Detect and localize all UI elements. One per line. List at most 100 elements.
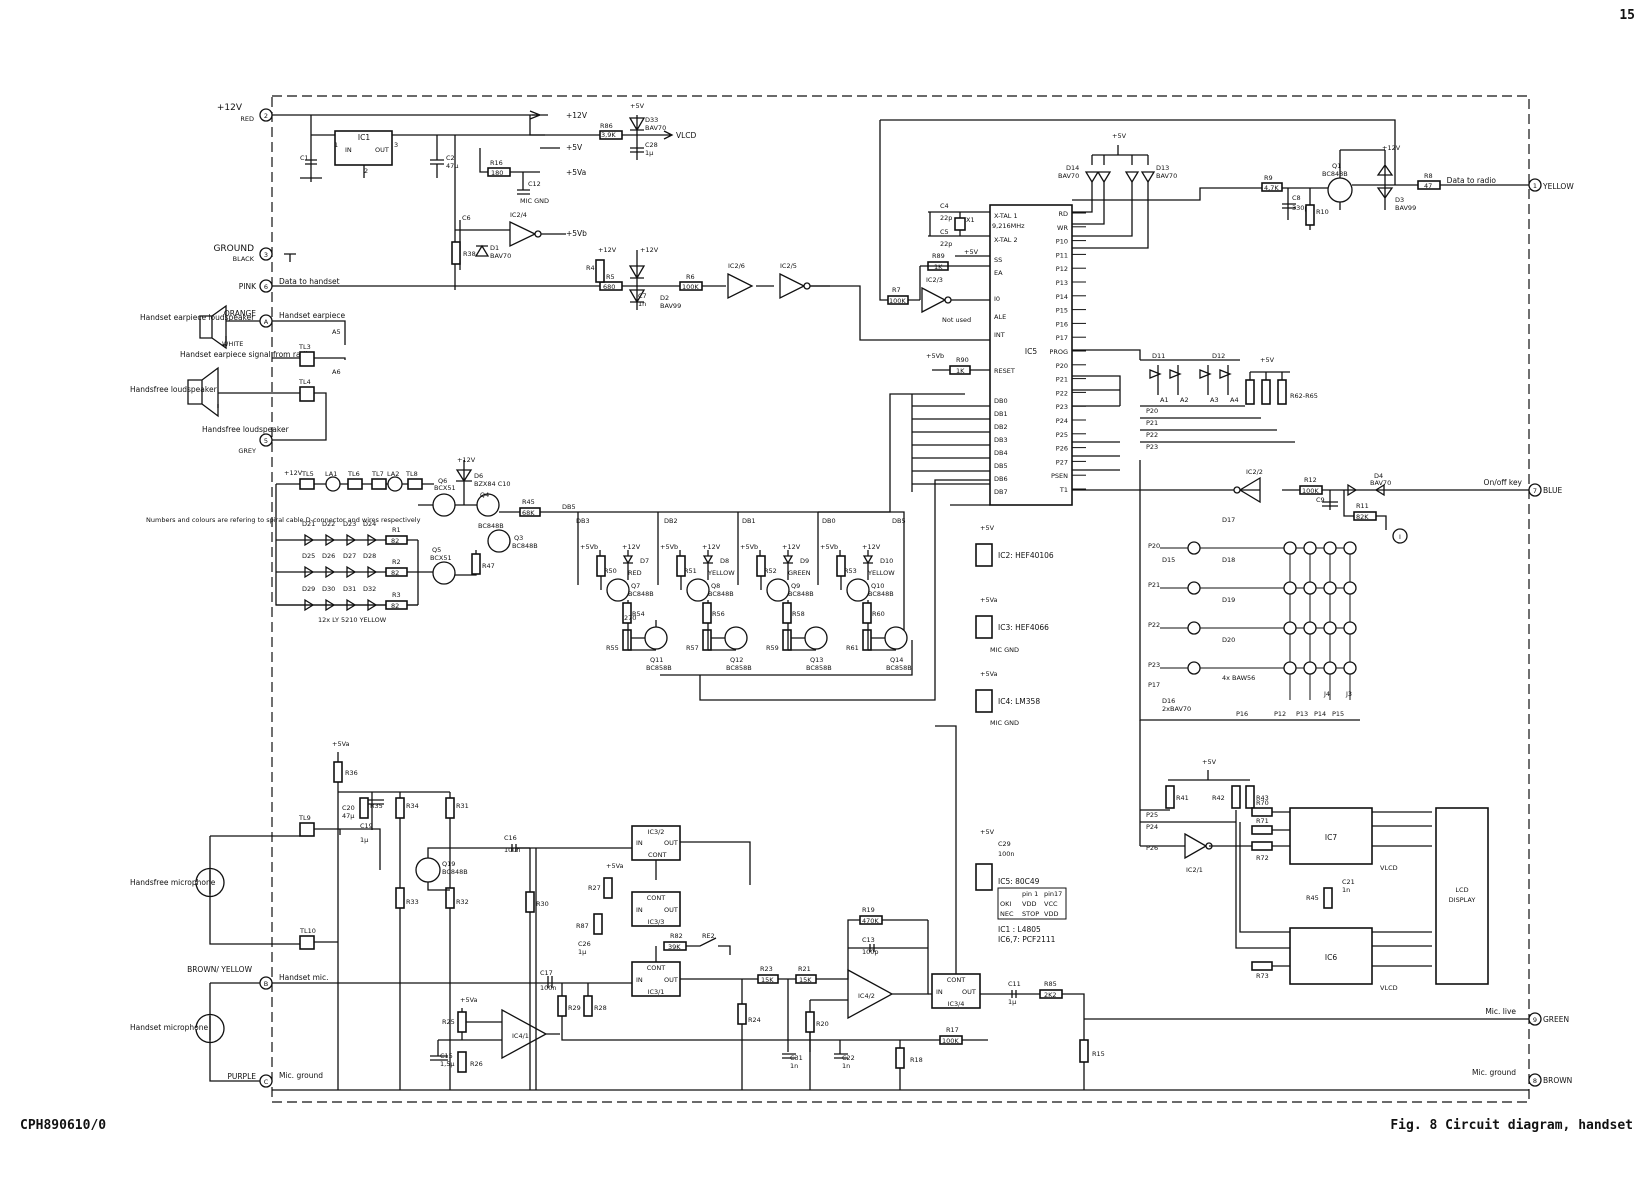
pin-label: P14 — [1056, 293, 1068, 301]
page-number: 15 — [1619, 8, 1635, 23]
svg-text:+5V: +5V — [1202, 758, 1217, 766]
svg-text:IC5: 80C49: IC5: 80C49 — [998, 877, 1040, 886]
svg-text:IN: IN — [345, 146, 352, 154]
pin-label: DB6 — [994, 475, 1008, 483]
svg-text:1μ: 1μ — [360, 836, 368, 844]
figure-caption: Fig. 8 Circuit diagram, handset — [1390, 1118, 1633, 1133]
svg-text:R53: R53 — [844, 567, 857, 575]
handset-mic: Handset microphone — [130, 982, 1529, 1091]
svg-text:P25: P25 — [1146, 811, 1158, 819]
svg-text:Q7: Q7 — [631, 582, 640, 590]
svg-text:R28: R28 — [594, 1004, 607, 1012]
svg-text:C16: C16 — [504, 834, 517, 842]
key-node — [1323, 581, 1337, 595]
pin-label: DB4 — [994, 449, 1008, 457]
svg-text:IN: IN — [636, 906, 643, 914]
svg-text:+5Va: +5Va — [460, 996, 478, 1004]
svg-text:RED: RED — [240, 115, 254, 123]
svg-text:D25: D25 — [302, 552, 315, 560]
svg-text:Data to radio: Data to radio — [1447, 176, 1497, 185]
key-node — [1343, 581, 1357, 595]
connector-b: BROWN/ YELLOW B Handset mic. — [187, 965, 329, 990]
svg-text:IC5: IC5 — [1025, 347, 1037, 356]
svg-text:7: 7 — [1533, 487, 1537, 495]
svg-text:TL3: TL3 — [298, 343, 311, 351]
svg-text:A: A — [264, 318, 269, 326]
svg-text:R12: R12 — [1304, 476, 1317, 484]
svg-text:C12: C12 — [528, 180, 541, 188]
ic5-right-pins: RDWRP10P11P12P13P14P15P16P17PROGP20P21P2… — [1049, 210, 1086, 494]
svg-text:VLCD: VLCD — [1380, 864, 1398, 872]
pin-label: P13 — [1056, 279, 1068, 287]
key-node — [1343, 541, 1357, 555]
svg-text:P26: P26 — [1146, 844, 1158, 852]
testpoint-tl3 — [299, 351, 315, 367]
svg-text:IC2/3: IC2/3 — [926, 276, 943, 284]
svg-text:680: 680 — [603, 283, 615, 291]
svg-text:Q4: Q4 — [480, 491, 489, 499]
svg-text:100K: 100K — [942, 1037, 959, 1045]
pin-label: DB3 — [994, 436, 1008, 444]
svg-text:R61: R61 — [846, 644, 859, 652]
svg-text:Handset earpiece loudspeaker: Handset earpiece loudspeaker — [140, 313, 255, 322]
svg-text:1: 1 — [1533, 182, 1537, 190]
svg-text:IN: IN — [636, 839, 643, 847]
svg-text:BC848B: BC848B — [628, 590, 654, 598]
pin-label: DB0 — [994, 397, 1008, 405]
svg-text:P17: P17 — [1148, 681, 1160, 689]
svg-text:82: 82 — [391, 537, 399, 545]
svg-text:+5Vb: +5Vb — [580, 543, 598, 551]
svg-text:D7: D7 — [640, 557, 649, 565]
svg-text:+5V: +5V — [566, 143, 583, 152]
pin-label: VDD — [1022, 900, 1036, 908]
svg-text:D13: D13 — [1156, 164, 1169, 172]
svg-text:D22: D22 — [322, 520, 335, 528]
svg-text:R16: R16 — [490, 159, 503, 167]
pin-label: WR — [1057, 224, 1068, 232]
svg-text:+5Vb: +5Vb — [566, 229, 587, 238]
svg-text:D17: D17 — [1222, 516, 1235, 524]
svg-text:GREEN: GREEN — [788, 569, 811, 577]
svg-text:IN: IN — [936, 988, 943, 996]
svg-text:R8: R8 — [1424, 172, 1433, 180]
svg-text:BC858B: BC858B — [886, 664, 912, 672]
svg-text:D28: D28 — [363, 552, 376, 560]
connector-5: GREY 5 — [238, 433, 273, 455]
svg-text:R32: R32 — [456, 898, 469, 906]
svg-text:D33: D33 — [645, 116, 658, 124]
svg-text:C19: C19 — [360, 822, 373, 830]
svg-text:R30: R30 — [536, 900, 549, 908]
svg-text:P22: P22 — [1146, 431, 1158, 439]
connector-a: ORANGE A Handset earpiece — [224, 309, 345, 328]
svg-text:D29: D29 — [302, 585, 315, 593]
pin-label: NEC — [1000, 910, 1014, 918]
svg-text:GROUND: GROUND — [213, 244, 254, 254]
svg-text:DB3: DB3 — [576, 517, 590, 525]
key-node — [1343, 661, 1357, 675]
svg-text:1K: 1K — [956, 367, 965, 375]
key-node — [1187, 661, 1201, 675]
svg-text:R56: R56 — [712, 610, 725, 618]
resistor-r45 — [519, 507, 541, 517]
svg-text:BC848B: BC848B — [1322, 170, 1348, 178]
svg-text:IC2/4: IC2/4 — [510, 211, 527, 219]
svg-text:IC4/2: IC4/2 — [858, 992, 875, 1000]
svg-text:330p: 330p — [1292, 204, 1309, 212]
svg-text:TL8: TL8 — [405, 470, 418, 478]
svg-text:TL9: TL9 — [298, 814, 311, 822]
svg-text:ORANGE: ORANGE — [224, 309, 256, 318]
svg-text:OUT: OUT — [375, 146, 389, 154]
svg-text:TL7: TL7 — [371, 470, 384, 478]
svg-text:IN: IN — [636, 976, 643, 984]
svg-text:PURPLE: PURPLE — [227, 1072, 256, 1081]
svg-text:A4: A4 — [1230, 396, 1239, 404]
svg-text:BLACK: BLACK — [233, 255, 255, 263]
pin-label: ALE — [994, 313, 1006, 321]
key-node — [1283, 581, 1297, 595]
svg-text:C22: C22 — [842, 1054, 855, 1062]
svg-text:R1: R1 — [392, 526, 401, 534]
svg-text:J3: J3 — [1345, 690, 1352, 698]
ic1-regulator — [334, 130, 393, 166]
